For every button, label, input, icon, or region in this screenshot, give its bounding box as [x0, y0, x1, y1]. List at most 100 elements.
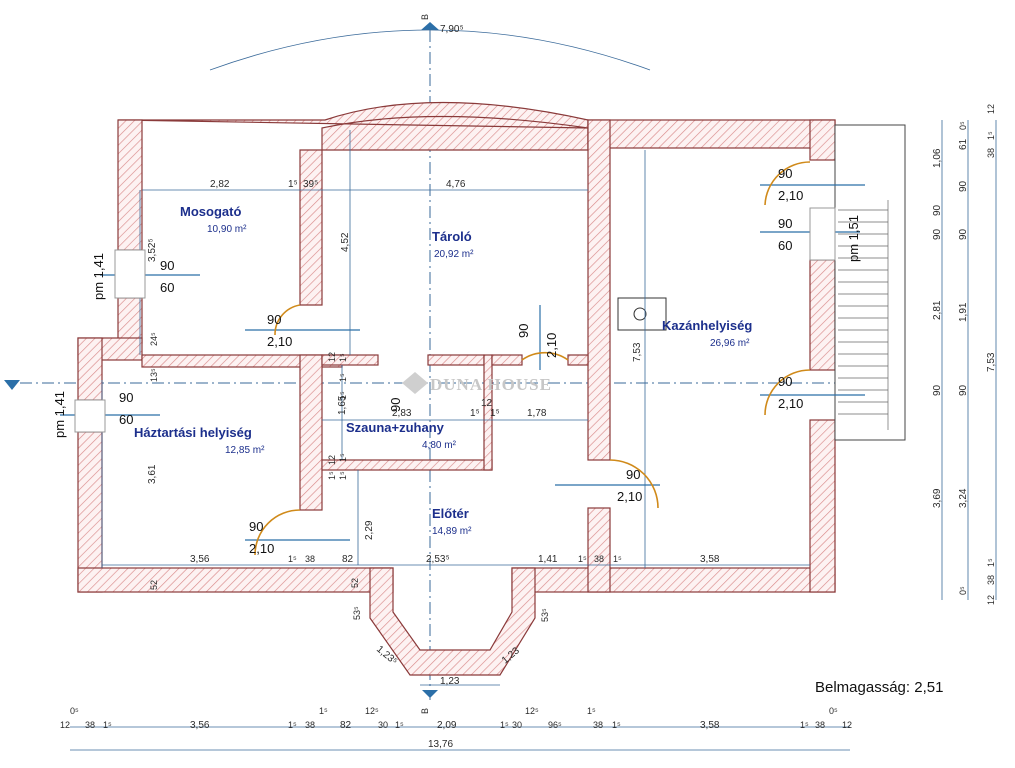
- bottom-chain-13: 38: [593, 720, 603, 730]
- right-col1-d: 2,81: [932, 300, 943, 320]
- watermark-logo-icon: [402, 372, 428, 394]
- right-small-g: 1⁵: [986, 558, 996, 567]
- room-name-haztartasi: Háztartási helyiség: [134, 425, 252, 440]
- haztartasi-window-height: 60: [119, 412, 133, 427]
- wall-tarolo-south: [491, 354, 523, 366]
- haztartasi-window-width: 90: [119, 390, 133, 405]
- right-small-c: 38: [986, 148, 996, 158]
- bottom-chain-9: 2,09: [437, 720, 457, 731]
- right-col2-c: 90: [958, 228, 969, 240]
- bottom-sup-4: 1⁵: [587, 706, 596, 716]
- dim-szauna-sep-c: 12: [481, 398, 493, 409]
- room-name-szauna: Szauna+zuhany: [346, 420, 445, 435]
- dim-eloter-height: 2,29: [364, 520, 375, 540]
- bottom-total-width: 13,76: [428, 739, 453, 750]
- wall-west-lower-b: [77, 431, 103, 593]
- dim-bottom-sep-c: 82: [342, 554, 354, 565]
- dim-top-sep-b: 39⁵: [303, 179, 318, 190]
- bottom-chain-16: 1⁵: [800, 720, 809, 730]
- door-kazan-top-height: 2,10: [778, 188, 803, 203]
- wall-east-a: [809, 119, 836, 161]
- dim-bottom-kazan-door: 1,41: [538, 554, 558, 565]
- wall-west-upper: [117, 119, 143, 251]
- door-kazan-mid-width: 90: [778, 374, 792, 389]
- wall-east-c: [809, 419, 836, 593]
- dim-mosogato-height: 3,52⁵: [147, 238, 158, 262]
- door-eloter-width: 90: [626, 467, 640, 482]
- dim-misc-10: 1⁵: [338, 391, 348, 400]
- wall-tarolo-south-b: [567, 354, 589, 366]
- room-area-szauna: 4,80 m²: [422, 440, 457, 451]
- bottom-chain-15: 3,58: [700, 720, 720, 731]
- bottom-chain-4: 1⁵: [288, 720, 297, 730]
- dim-bottom-sep-b: 38: [305, 554, 315, 564]
- room-name-kazan: Kazánhelyiség: [662, 318, 752, 333]
- right-col2-a: 61: [958, 138, 969, 150]
- bottom-sup-0: 0⁵: [70, 706, 79, 716]
- room-name-eloter: Előtér: [432, 506, 469, 521]
- dim-szauna-width: 2,83: [392, 408, 412, 419]
- haztartasi-window-pm: pm 1,41: [52, 391, 67, 438]
- door-arc-mosogato: [274, 304, 301, 336]
- bottom-chain-14: 1⁵: [612, 720, 621, 730]
- arc-dimension-line: [209, 29, 651, 71]
- room-area-tarolo: 20,92 m²: [434, 249, 474, 260]
- wall-kazan-west: [587, 119, 611, 461]
- dim-top-sep-a: 1⁵: [288, 179, 298, 190]
- staircase-steps: [838, 200, 889, 430]
- window-box-kazan: [809, 207, 836, 261]
- room-area-eloter: 14,89 m²: [432, 526, 472, 537]
- dim-top-tarolo: 4,76: [446, 179, 466, 190]
- dim-bottom-haztartasi: 3,56: [190, 554, 210, 565]
- dim-misc-2: 13⁵: [149, 368, 159, 382]
- right-col2-b: 90: [958, 180, 969, 192]
- wall-north-east: [587, 119, 836, 149]
- bottom-sup-1: 1⁵: [319, 706, 328, 716]
- dim-kazan-height: 7,53: [632, 342, 643, 362]
- door-arc-eloter: [609, 459, 659, 509]
- bottom-chain-8: 1⁵: [395, 720, 404, 730]
- dim-top-mosogato: 2,82: [210, 179, 230, 190]
- boiler-box: [617, 297, 667, 331]
- bottom-chain-7: 30: [378, 720, 388, 730]
- door-eloter-height: 2,10: [617, 489, 642, 504]
- wall-haztartasi-east: [299, 354, 323, 511]
- door-tarolo-width: 90: [516, 324, 531, 338]
- dim-bottom-kazan: 3,58: [700, 554, 720, 565]
- mosogato-window-pm: pm 1,41: [91, 253, 106, 300]
- kazan-window-height: 60: [778, 238, 792, 253]
- wall-kazan-west-lower: [587, 507, 611, 593]
- bottom-chain-2: 1⁵: [103, 720, 112, 730]
- axis-marker-bottom: [422, 690, 438, 698]
- dim-bottom-sep-d: 1⁵: [578, 554, 587, 564]
- window-box-haztartasi: [74, 399, 106, 433]
- dim-misc-8: 1⁵: [338, 471, 348, 480]
- right-col1-b: 90: [932, 204, 943, 216]
- right-small-b: 1⁵: [986, 131, 996, 140]
- wall-south-west: [77, 567, 394, 593]
- bottom-sup-5: 0⁵: [829, 706, 838, 716]
- bottom-chain-6: 82: [340, 720, 352, 731]
- arc-width-label: 7,90⁵: [440, 24, 464, 35]
- bottom-chain-0: 12: [60, 720, 70, 730]
- watermark-text: DUNA HOUSE: [430, 375, 552, 394]
- boiler-icon: [633, 307, 647, 321]
- dim-bottom-eloter: 2,53⁵: [426, 554, 450, 565]
- door-mosogato-height: 2,10: [267, 334, 292, 349]
- dim-szauna-sep-a: 1⁵: [470, 408, 480, 419]
- kazan-window-pm: pm 1,51: [846, 215, 861, 262]
- dim-misc-1: 24⁵: [149, 332, 159, 346]
- bottom-chain-12: 96⁵: [548, 720, 562, 730]
- right-small-e: 12: [986, 595, 996, 605]
- door-kazan-mid-height: 2,10: [778, 396, 803, 411]
- right-col1-a: 1,06: [932, 148, 943, 168]
- bottom-sup-2: 12⁵: [365, 706, 379, 716]
- door-kazan-top-width: 90: [778, 166, 792, 181]
- bottom-sup-3: 12⁵: [525, 706, 539, 716]
- right-small-d: 0⁵: [958, 121, 968, 130]
- dim-bay-b: 53⁵: [540, 608, 550, 622]
- bottom-chain-5: 38: [305, 720, 315, 730]
- wall-szauna-east: [483, 354, 493, 471]
- wall-west-lower-a: [77, 337, 103, 401]
